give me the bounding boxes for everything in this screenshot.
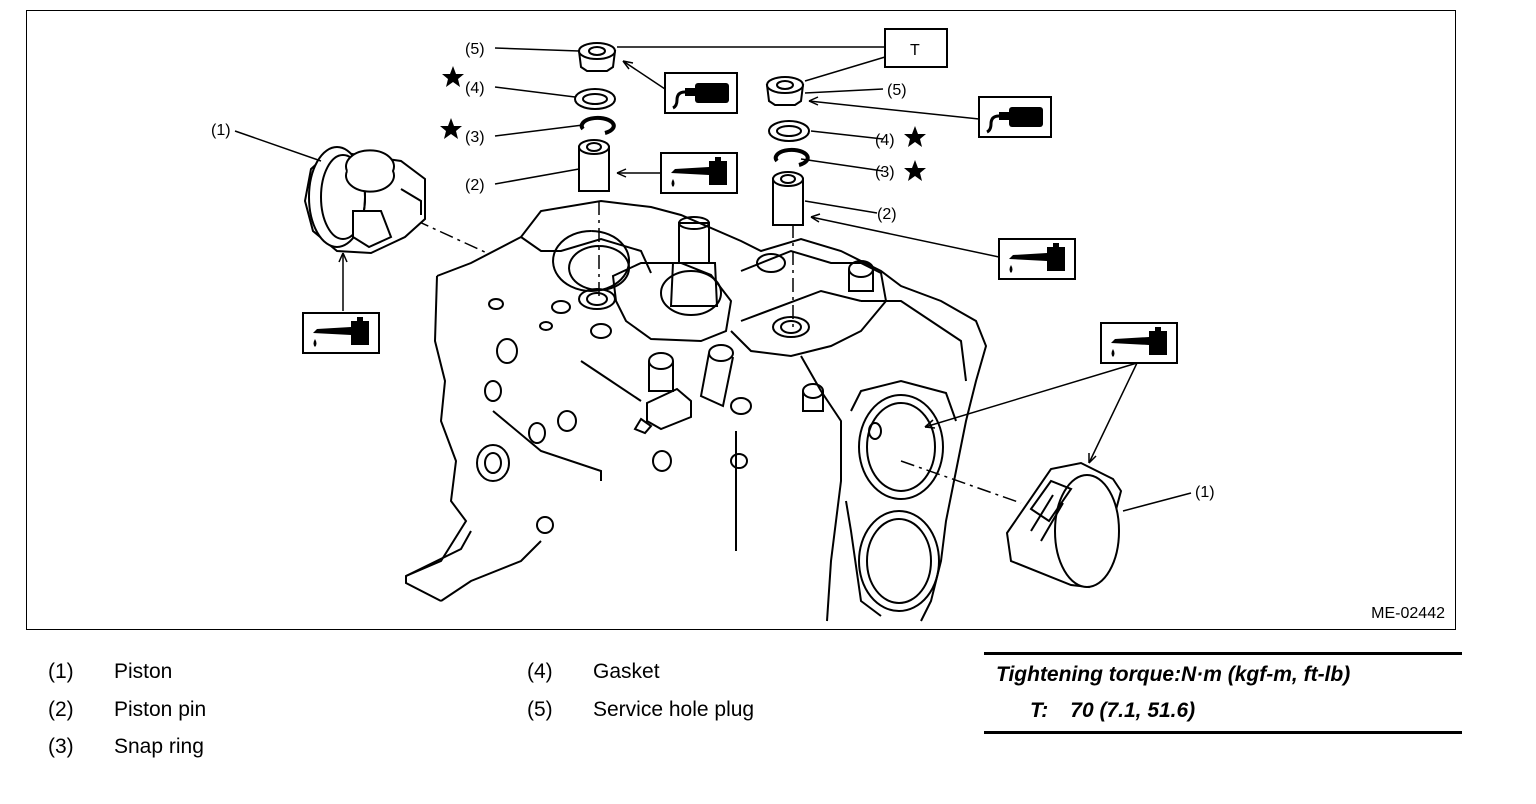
legend-text: Piston pin: [114, 698, 207, 721]
callout-2-right: (2): [877, 206, 897, 223]
legend-number: (2): [48, 698, 74, 721]
star-icon: [440, 118, 462, 139]
piston-left: [303, 146, 426, 255]
legend-number: (3): [48, 735, 74, 758]
torque-spec-box: Tightening torque:N·m (kgf-m, ft-lb) T: 7…: [984, 652, 1462, 734]
grease-tube-icon: [663, 71, 739, 115]
torque-tag: T: [910, 42, 920, 59]
legend-text: Snap ring: [114, 735, 204, 758]
legend-number: (4): [527, 660, 553, 683]
torque-value: 70 (7.1, 51.6): [1070, 699, 1196, 722]
parts-stack-right: [765, 76, 810, 226]
callout-4-right: (4): [875, 132, 895, 149]
oil-can-icon: [660, 152, 738, 194]
torque-heading: Tightening torque:N·m (kgf-m, ft-lb): [996, 663, 1351, 686]
figure-code: ME-02442: [1371, 605, 1445, 622]
callout-5-right: (5): [887, 82, 907, 99]
legend-text: Service hole plug: [593, 698, 755, 721]
legend-text: Piston: [114, 660, 173, 683]
arrows: [338, 60, 1138, 464]
legend-number: (1): [48, 660, 74, 683]
star-icon: [904, 126, 926, 147]
star-icon: [904, 160, 926, 181]
callout-1-left: (1): [211, 122, 231, 139]
star-icon: [442, 66, 464, 87]
callout-4-left: (4): [465, 80, 485, 97]
legend-text: Gasket: [593, 660, 660, 683]
exploded-view-figure: T (5) (4) (3) (2) (5) (4) (3) (2) (1) (1…: [26, 10, 1456, 630]
oil-can-icon: [1100, 322, 1178, 364]
parts-stack-left: [574, 42, 617, 192]
torque-line: T: 70 (7.1, 51.6): [1030, 699, 1195, 723]
torque-tag-box: [884, 28, 948, 68]
callout-2-left: (2): [465, 177, 485, 194]
callout-5-left: (5): [465, 41, 485, 58]
oil-can-icon: [998, 238, 1076, 280]
engine-block-drawing: T (5) (4) (3) (2) (5) (4) (3) (2) (1) (1…: [211, 28, 1215, 622]
piston-right: [1005, 461, 1123, 589]
crankcase-outline: [405, 199, 988, 622]
callout-3-right: (3): [875, 164, 895, 181]
grease-tube-icon: [977, 95, 1053, 139]
torque-label: T:: [1030, 699, 1049, 722]
oil-can-icon: [302, 312, 380, 354]
legend-number: (5): [527, 698, 553, 721]
callout-1-right: (1): [1195, 484, 1215, 501]
callout-3-left: (3): [465, 129, 485, 146]
